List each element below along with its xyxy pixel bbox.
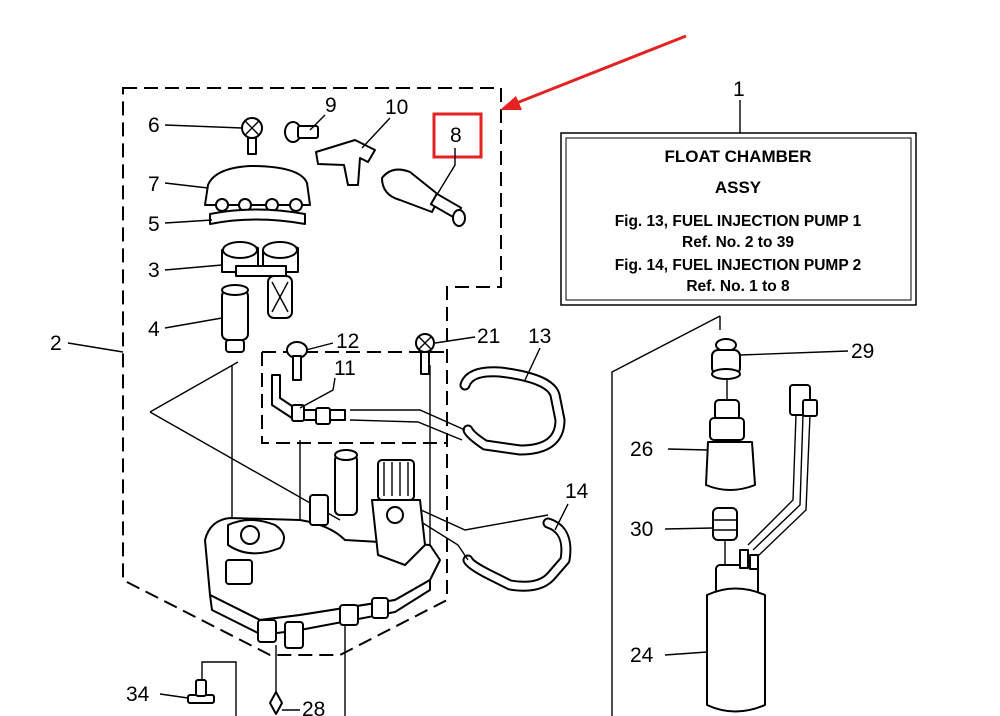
cover-7: [204, 165, 311, 212]
injector-4: [221, 284, 249, 353]
callout-10: 10: [385, 96, 408, 119]
screw-12: [286, 341, 308, 381]
holder-3: [221, 241, 299, 277]
pin-28: [269, 645, 283, 715]
callout-7: 7: [148, 173, 160, 196]
pump-24: [706, 549, 766, 713]
info-box: FLOAT CHAMBER ASSY Fig. 13, FUEL INJECTI…: [560, 132, 917, 306]
connector-wires: [747, 384, 818, 557]
grommet-29: [711, 338, 741, 380]
hose-14: [462, 517, 572, 592]
hose-lines: [149, 361, 549, 561]
highlight-box-8: [432, 112, 483, 159]
callout-1: 1: [733, 78, 745, 101]
callout-12: 12: [336, 330, 359, 353]
filter-26: [705, 380, 756, 491]
screw-9: [284, 121, 319, 143]
bolt-34: [187, 626, 346, 716]
pipe-11: [271, 374, 346, 425]
sensor-8: [381, 168, 466, 227]
callout-2: 2: [50, 332, 62, 355]
leader-lines: [67, 100, 849, 711]
callout-14: 14: [565, 480, 589, 503]
callout-9: 9: [325, 94, 337, 117]
info-box-line-6: Ref. No. 1 to 8: [686, 278, 790, 295]
bracket-10: [315, 139, 376, 186]
info-box-line-5: Fig. 14, FUEL INJECTION PUMP 2: [615, 257, 862, 274]
callout-11: 11: [334, 357, 356, 380]
hose-13: [459, 366, 566, 456]
callout-26: 26: [630, 438, 653, 461]
screw-6: [241, 117, 263, 155]
info-box-line-2: ASSY: [715, 178, 762, 197]
spacer-30: [712, 507, 738, 565]
info-box-line-1: FLOAT CHAMBER: [665, 147, 812, 166]
callout-28: 28: [302, 698, 325, 716]
callout-29: 29: [851, 340, 874, 363]
screw-21: [415, 333, 435, 375]
assembly-1-outline: [611, 315, 721, 716]
red-arrow: [500, 34, 687, 110]
gasket-5: [209, 208, 306, 225]
callout-6: 6: [148, 114, 160, 137]
pump-body: [204, 365, 441, 649]
callout-13: 13: [528, 325, 551, 348]
callout-30: 30: [630, 518, 653, 541]
info-box-line-4: Ref. No. 2 to 39: [682, 234, 794, 251]
filter-3-element: [267, 275, 293, 319]
callouts: 1 2 3 4 5 6 7 8 9 10 11 12 13 14 21 24 2…: [50, 78, 874, 716]
callout-34: 34: [126, 683, 150, 706]
info-box-line-3: Fig. 13, FUEL INJECTION PUMP 1: [615, 213, 862, 230]
callout-5: 5: [148, 213, 160, 236]
callout-8: 8: [450, 124, 462, 147]
callout-21: 21: [477, 325, 500, 348]
callout-24: 24: [630, 644, 654, 667]
callout-3: 3: [148, 259, 160, 282]
callout-4: 4: [148, 318, 160, 341]
